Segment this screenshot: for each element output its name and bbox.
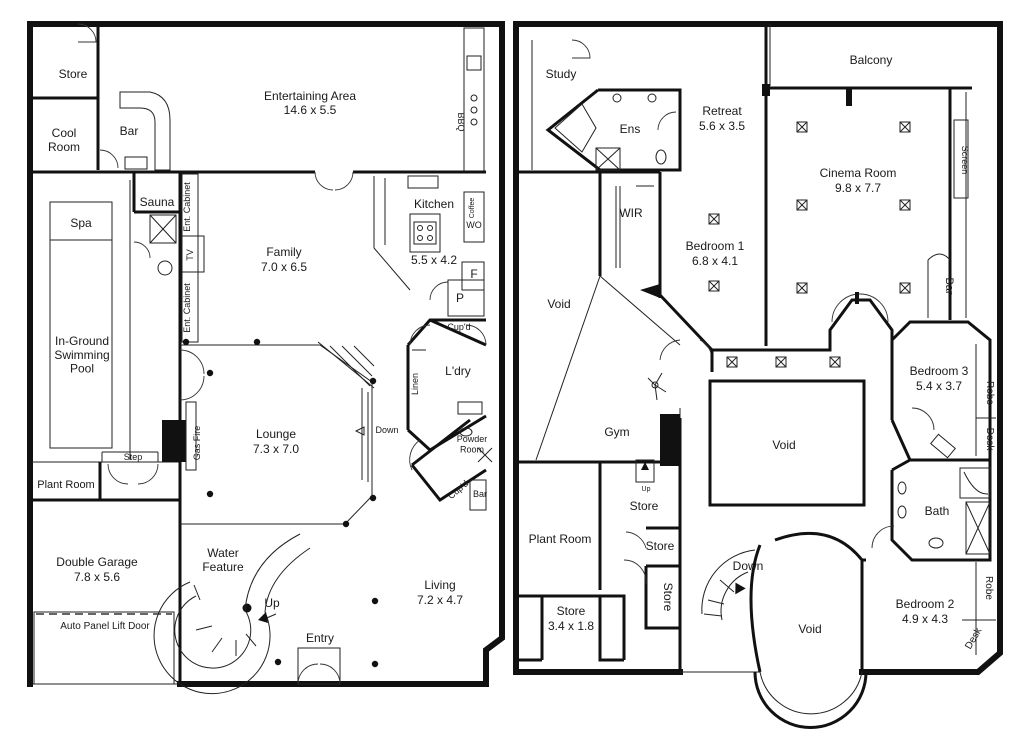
- store-mid-label: Store: [646, 539, 675, 553]
- kitchen-dim: 5.5 x 4.2: [411, 253, 457, 267]
- kitchen-label: Kitchen: [414, 197, 454, 211]
- sauna-label: Sauna: [140, 195, 175, 209]
- bedroom1-dim: 6.8 x 4.1: [692, 254, 738, 268]
- double-garage-label: Double Garage: [56, 555, 138, 569]
- bar-label: Bar: [120, 124, 139, 138]
- linen-label: Linen: [410, 373, 420, 395]
- ent-cabinet-top-label: Ent. Cabinet: [182, 182, 192, 232]
- desk-top-label: Desk: [984, 428, 995, 452]
- store-bottom-dim: 3.4 x 1.8: [548, 619, 594, 633]
- lounge-dim: 7.3 x 7.0: [253, 442, 299, 456]
- desk-bottom-label: Desk: [963, 625, 984, 651]
- family-label: Family: [266, 245, 301, 259]
- cupd-bottom-label: Cup'd: [446, 478, 470, 501]
- wo-label: WO: [466, 220, 482, 230]
- store-top-label: Store: [630, 499, 659, 513]
- plant-room-first-label: Plant Room: [529, 532, 592, 546]
- pantry-label: P: [456, 291, 464, 305]
- bbq-label: BBQ: [456, 112, 466, 131]
- family-dim: 7.0 x 6.5: [261, 260, 307, 274]
- cinema-room-dim: 9.8 x 7.7: [835, 181, 881, 195]
- bedroom2-label: Bedroom 2: [896, 597, 955, 611]
- study-label: Study: [546, 67, 577, 81]
- down-first-label: Down: [733, 559, 764, 573]
- living-label: Living: [424, 578, 455, 592]
- wir-label: WIR: [619, 206, 643, 220]
- ent-cabinet-bottom-label: Ent. Cabinet: [182, 283, 192, 333]
- stair-up-label: Up: [642, 486, 651, 493]
- retreat-dim: 5.6 x 3.5: [699, 119, 745, 133]
- store-bottom-label: Store: [557, 604, 586, 618]
- screen-label: Screen: [960, 146, 970, 175]
- void-bottom-label: Void: [798, 622, 821, 636]
- bar-small-label: Bar: [473, 489, 487, 499]
- bedroom2-dim: 4.9 x 4.3: [902, 612, 948, 626]
- entertaining-area-label: Entertaining Area: [264, 89, 356, 103]
- entry-label: Entry: [306, 631, 334, 645]
- bath-label: Bath: [925, 504, 950, 518]
- store-side-label: Store: [661, 583, 675, 612]
- plant-room-label: Plant Room: [37, 479, 94, 491]
- step-label: Step: [124, 452, 143, 462]
- fridge-label: F: [470, 267, 477, 281]
- entertaining-area-dim: 14.6 x 5.5: [284, 103, 337, 117]
- ens-label: Ens: [620, 122, 641, 136]
- void-center-label: Void: [772, 438, 795, 452]
- cupd-top-label: Cup'd: [447, 322, 470, 332]
- up-label: Up: [264, 596, 280, 610]
- retreat-label: Retreat: [702, 104, 742, 118]
- double-garage-dim: 7.8 x 5.6: [74, 570, 120, 584]
- gym-label: Gym: [604, 425, 629, 439]
- down-label: Down: [375, 425, 398, 435]
- bar-label-first: Bar: [943, 277, 955, 294]
- bedroom1-label: Bedroom 1: [686, 239, 745, 253]
- store-label: Store: [59, 67, 88, 81]
- coffee-label: Coffee: [469, 198, 476, 219]
- robe-top-label: Robe: [984, 381, 995, 405]
- ground-floor: [27, 21, 505, 695]
- auto-door-label: Auto Panel Lift Door: [60, 621, 150, 632]
- lounge-label: Lounge: [256, 427, 296, 441]
- void-left-label: Void: [547, 297, 570, 311]
- tv-label: TV: [185, 249, 195, 261]
- spa-label: Spa: [70, 216, 92, 230]
- gas-fire-label: Gas Fire: [192, 426, 202, 461]
- robe-bottom-label: Robe: [983, 576, 994, 600]
- first-floor: [513, 21, 1003, 729]
- living-dim: 7.2 x 4.7: [417, 593, 463, 607]
- first-floor-labels: Study Ens Retreat 5.6 x 3.5 Balcony Cine…: [529, 53, 995, 651]
- cinema-room-label: Cinema Room: [820, 166, 897, 180]
- bedroom3-label: Bedroom 3: [910, 364, 969, 378]
- bedroom3-dim: 5.4 x 3.7: [916, 379, 962, 393]
- laundry-label: L'dry: [445, 364, 471, 378]
- balcony-label: Balcony: [850, 53, 893, 67]
